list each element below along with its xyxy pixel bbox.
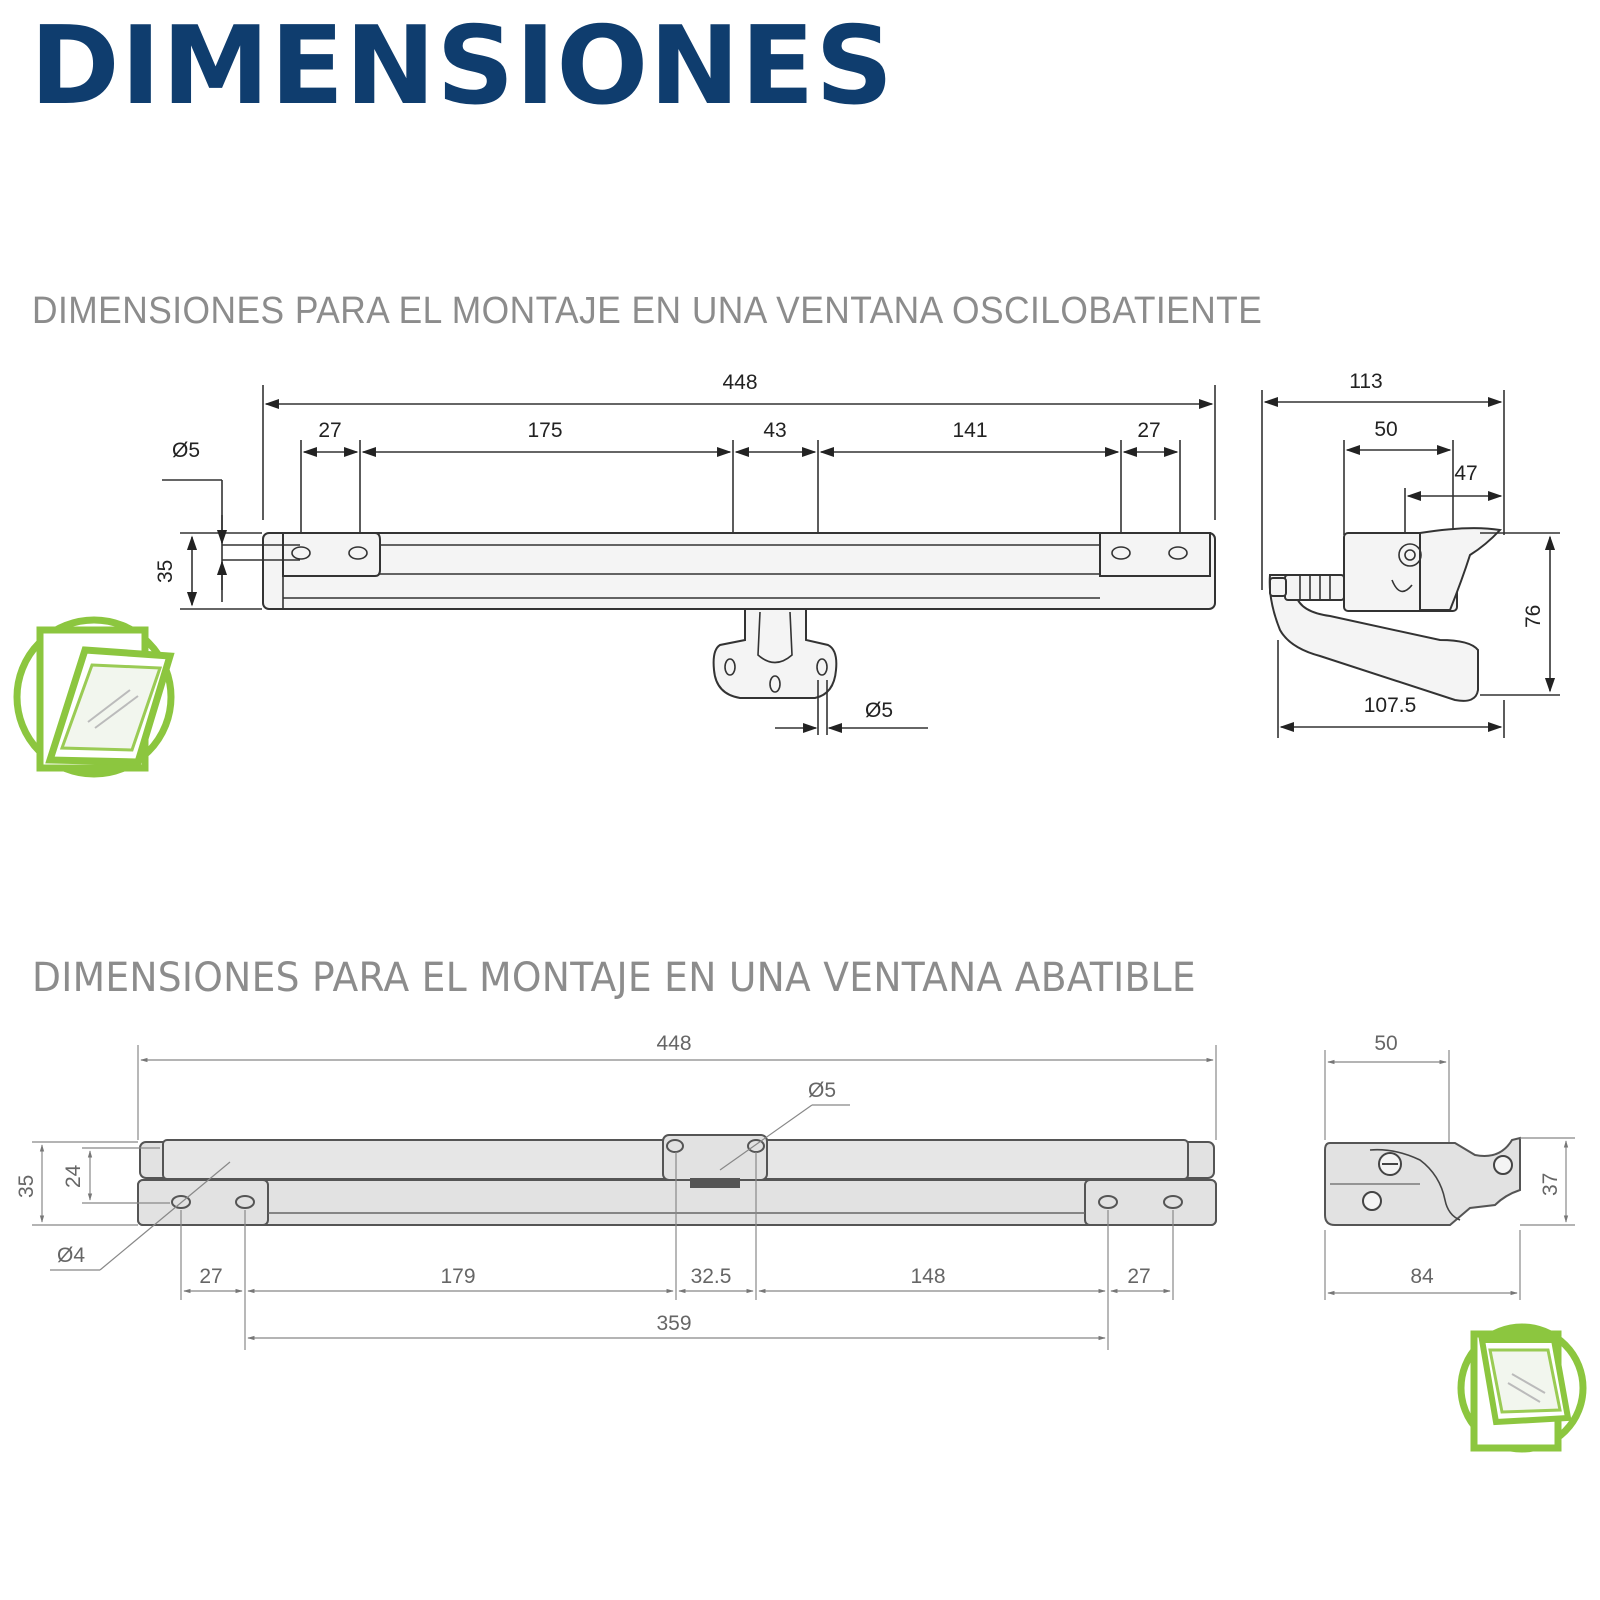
dim-height: 35: [154, 560, 177, 583]
cas-dim-hole-left: Ø4: [57, 1244, 85, 1267]
cas-dim-seg-1: 27: [199, 1265, 222, 1288]
cas-dim-seg-2: 179: [440, 1265, 475, 1288]
cas-side-dim-height: 37: [1539, 1173, 1562, 1196]
tilt-turn-window-icon: [13, 616, 175, 778]
cas-dim-overall: 448: [656, 1032, 691, 1055]
dim-seg-5: 27: [1137, 419, 1160, 442]
cas-dim-height-inner: 24: [62, 1164, 85, 1188]
dim-seg-4: 141: [952, 419, 987, 442]
casement-front-view: 448 Ø5 35 24 Ø4 27 179 32.5 148 27 359: [15, 1032, 1217, 1350]
dim-hole-left: Ø5: [172, 439, 200, 462]
cas-side-dim-bottom: 84: [1410, 1265, 1434, 1288]
dim-hole-bottom: Ø5: [865, 699, 893, 722]
cas-dim-span: 359: [656, 1312, 691, 1335]
top-hung-window-icon: [1457, 1323, 1587, 1453]
side-dim-small: 47: [1454, 462, 1477, 485]
side-dim-mid: 50: [1374, 418, 1397, 441]
tilt-front-view: 448 27 175 43 141 27 Ø5 35 Ø5: [154, 371, 1216, 735]
cas-dim-height-outer: 35: [15, 1175, 38, 1198]
dim-seg-2: 175: [527, 419, 562, 442]
section-title-casement: DIMENSIONES PARA EL MONTAJE EN UNA VENTA…: [32, 955, 1196, 1001]
cas-dim-seg-4: 148: [910, 1265, 945, 1288]
section-title-tilt: DIMENSIONES PARA EL MONTAJE EN UNA VENTA…: [32, 290, 1263, 332]
tilt-side-view: 113 50 47 76 107.5: [1261, 370, 1560, 738]
dim-seg-3: 43: [763, 419, 786, 442]
dim-seg-1: 27: [318, 419, 341, 442]
page-title: DIMENSIONES: [30, 4, 895, 129]
side-dim-height: 76: [1522, 605, 1545, 628]
casement-side-view: 50 37 84: [1324, 1032, 1575, 1300]
dim-overall: 448: [722, 371, 757, 394]
cas-dim-seg-3: 32.5: [691, 1265, 732, 1288]
side-dim-top: 113: [1349, 370, 1382, 393]
cas-side-dim-top: 50: [1374, 1032, 1397, 1055]
cas-dim-hole-top: Ø5: [808, 1079, 836, 1102]
side-dim-bottom: 107.5: [1364, 694, 1417, 717]
cas-dim-seg-5: 27: [1127, 1265, 1150, 1288]
